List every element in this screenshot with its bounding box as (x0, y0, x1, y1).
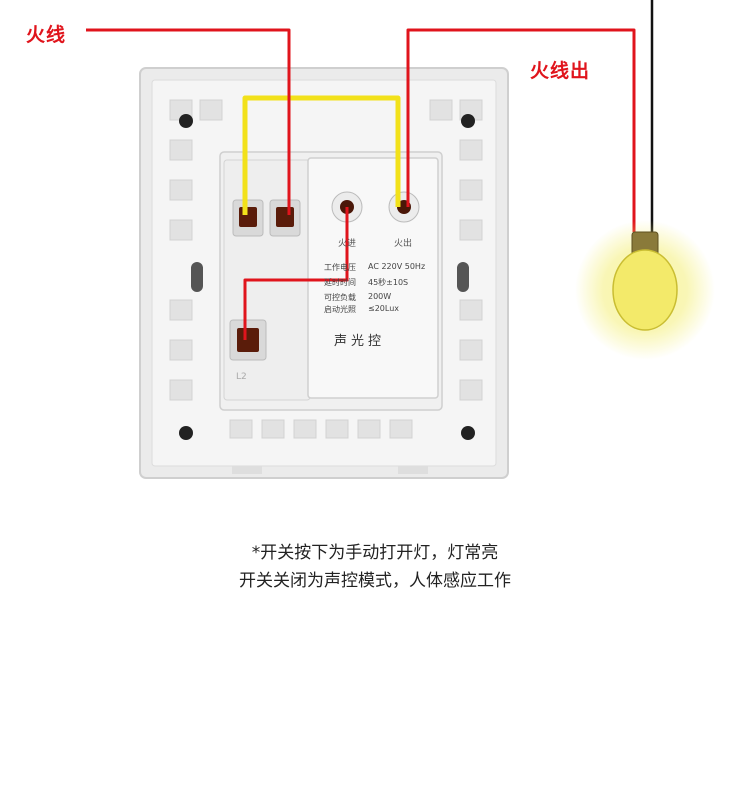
terminal-l2-screw (237, 328, 259, 352)
caption-line-1: *开关按下为手动打开灯，灯常亮 (251, 543, 499, 563)
mount-hole-top-right (461, 114, 475, 128)
spec-name: 可控负载 (324, 293, 356, 302)
module-title: 声光控 (334, 334, 386, 349)
spec-value: AC 220V 50Hz (368, 262, 426, 271)
mount-hole-bottom-right (461, 426, 475, 440)
spec-name: 延时时间 (324, 278, 356, 287)
live-out-wire (406, 28, 636, 232)
mount-hole-bottom-left (179, 426, 193, 440)
live-in-label: 火线 (26, 24, 67, 46)
panel-ribs (169, 99, 483, 439)
screw-slot-right (457, 262, 469, 292)
bottom-clip-left (232, 466, 262, 474)
mount-hole-top-left (179, 114, 193, 128)
live-out-label: 火线出 (530, 60, 591, 82)
spec-value: ≤20Lux (368, 304, 400, 313)
bottom-clip-right (398, 466, 428, 474)
spec-value: 200W (368, 292, 392, 301)
terminal-out-label: 火出 (394, 239, 413, 249)
terminal-left-1-screw (239, 207, 257, 227)
screw-slot-left (191, 262, 203, 292)
terminal-in-label: 火进 (338, 239, 357, 249)
spec-name: 启动光照 (324, 305, 356, 314)
spec-value: 45秒±10S (368, 278, 409, 287)
live-in-wire (86, 28, 291, 215)
bridge-wire (242, 95, 401, 215)
terminal-left-2-screw (276, 207, 294, 227)
terminal-l2-label: L2 (236, 372, 247, 382)
internal-wire (243, 207, 349, 340)
caption-line-2: 开关关闭为声控模式，人体感应工作 (239, 571, 511, 591)
bulb-icon (612, 249, 678, 331)
spec-name: 工作电压 (324, 263, 356, 272)
